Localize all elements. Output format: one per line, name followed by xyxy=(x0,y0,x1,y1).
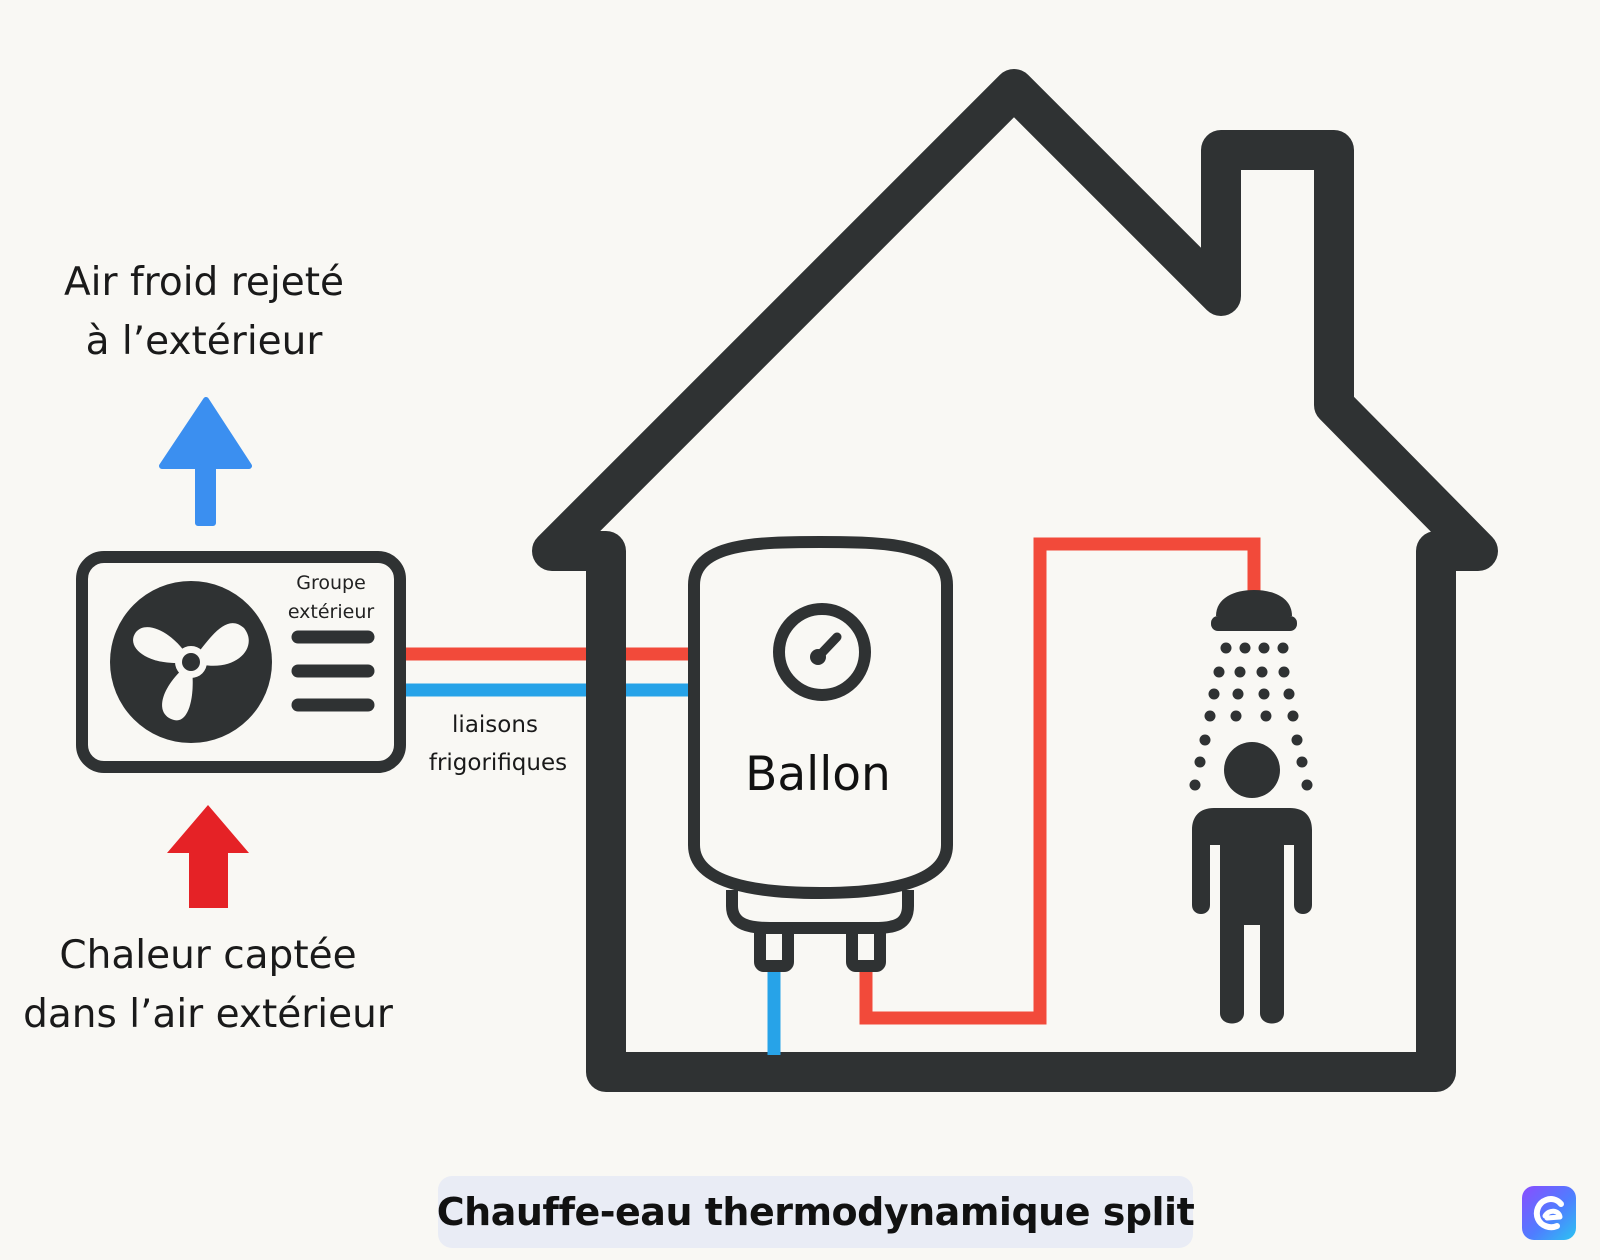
person-icon xyxy=(1192,742,1312,1024)
vent-slots xyxy=(291,630,375,712)
air-out-label-line2: à l’extérieur xyxy=(86,319,324,364)
tank-label: Ballon xyxy=(745,747,891,802)
brand-logo-icon xyxy=(1522,1186,1576,1240)
gauge-icon xyxy=(773,603,871,701)
water-tank xyxy=(688,535,953,972)
shower-icon xyxy=(1189,590,1313,791)
arrow-up-icon xyxy=(159,397,252,526)
heat-in-label-line1: Chaleur captée xyxy=(59,933,356,978)
fan-icon xyxy=(110,581,272,743)
heat-in-label-line2: dans l’air extérieur xyxy=(23,992,394,1037)
arrow-up-icon xyxy=(167,805,249,908)
outdoor-unit-label-line2: extérieur xyxy=(288,601,375,623)
outdoor-unit-label-line1: Groupe xyxy=(296,572,366,594)
pipes-label-line2: frigorifiques xyxy=(429,750,567,776)
hot-water-pipe xyxy=(859,537,1261,1025)
diagram-title-box: Chauffe-eau thermodynamique split xyxy=(436,1176,1195,1248)
outdoor-unit xyxy=(76,551,406,773)
house-outline xyxy=(532,69,1498,1092)
pipes-label-line1: liaisons xyxy=(452,712,538,738)
air-out-label-line1: Air froid rejeté xyxy=(64,260,344,305)
diagram-title: Chauffe-eau thermodynamique split xyxy=(436,1190,1195,1234)
